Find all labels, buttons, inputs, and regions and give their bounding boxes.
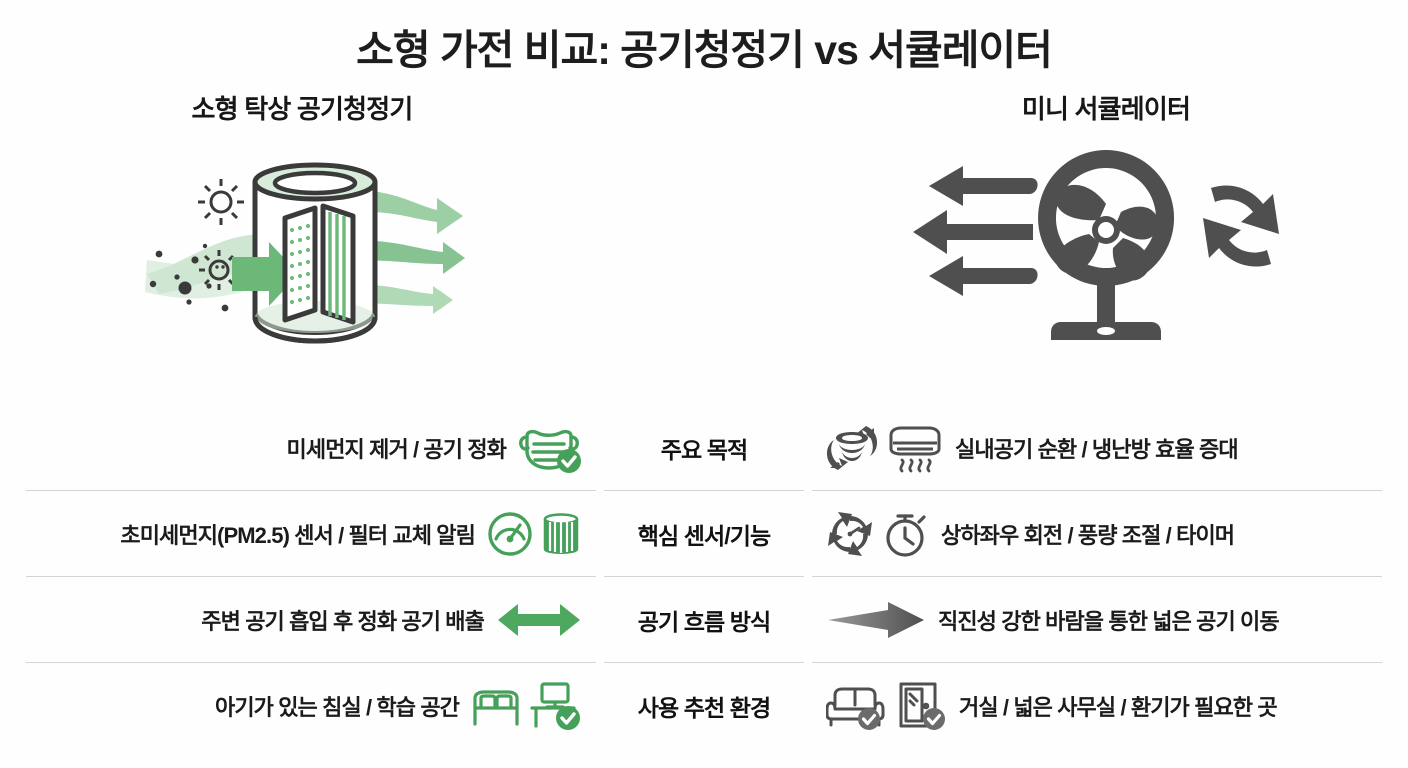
table-row: 주변 공기 흡입 후 정화 공기 배출 공기 흐름 방식 bbox=[0, 577, 1408, 662]
row-3-left-icons bbox=[496, 598, 582, 642]
row-1-label: 주요 목적 bbox=[660, 436, 748, 463]
air-circulation-icon bbox=[826, 422, 878, 474]
circulator-heading: 미니 서큘레이터 bbox=[1021, 94, 1191, 125]
row-2-label: 핵심 센서/기능 bbox=[637, 522, 771, 549]
door-check-icon bbox=[895, 680, 947, 732]
table-row: 아기가 있는 침실 / 학습 공간 bbox=[0, 663, 1408, 748]
row-4-right-text: 거실 / 넓은 사무실 / 환기가 필요한 곳 bbox=[959, 694, 1278, 720]
row-1-left-text: 미세먼지 제거 / 공기 정화 bbox=[286, 436, 507, 462]
row-3-label-cell: 공기 흐름 방식 bbox=[604, 603, 804, 637]
row-divider bbox=[0, 662, 1408, 663]
row-1-left-icons bbox=[518, 421, 582, 475]
hero-center-spacer bbox=[604, 89, 804, 364]
face-mask-check-icon bbox=[518, 421, 582, 475]
row-3-left-text: 주변 공기 흡입 후 정화 공기 배출 bbox=[201, 608, 485, 634]
purifier-heading: 소형 탁상 공기청정기 bbox=[191, 94, 414, 125]
row-2-left-icons bbox=[487, 510, 582, 558]
row-divider bbox=[0, 490, 1408, 491]
row-2-right-cell: 상하좌우 회전 / 풍량 조절 / 타이머 bbox=[804, 509, 1408, 559]
filter-cartridge-icon bbox=[540, 510, 582, 558]
hero-section: 소형 탁상 공기청정기 bbox=[0, 89, 1408, 364]
row-3-left-cell: 주변 공기 흡입 후 정화 공기 배출 bbox=[0, 598, 604, 642]
row-2-left-text: 초미세먼지(PM2.5) 센서 / 필터 교체 알림 bbox=[120, 522, 476, 548]
row-1-right-cell: 실내공기 순환 / 냉난방 효율 증대 bbox=[804, 421, 1408, 475]
rotation-arrows-icon bbox=[826, 510, 874, 558]
table-row: 초미세먼지(PM2.5) 센서 / 필터 교체 알림 bbox=[0, 491, 1408, 576]
gauge-sensor-icon bbox=[487, 511, 533, 557]
table-row: 미세먼지 제거 / 공기 정화 bbox=[0, 405, 1408, 490]
row-3-right-cell: 직진성 강한 바람을 통한 넓은 공기 이동 bbox=[804, 598, 1408, 642]
hero-column-purifier: 소형 탁상 공기청정기 bbox=[0, 89, 604, 364]
comparison-table: 미세먼지 제거 / 공기 정화 bbox=[0, 405, 1408, 748]
desk-check-icon bbox=[528, 680, 582, 732]
row-4-right-cell: 거실 / 넓은 사무실 / 환기가 필요한 곳 bbox=[804, 680, 1408, 732]
row-4-label: 사용 추천 환경 bbox=[637, 694, 771, 721]
row-3-right-icons bbox=[826, 598, 926, 642]
straight-arrow-icon bbox=[826, 598, 926, 642]
row-4-left-cell: 아기가 있는 침실 / 학습 공간 bbox=[0, 680, 604, 732]
bed-icon bbox=[471, 684, 521, 728]
row-3-label: 공기 흐름 방식 bbox=[637, 608, 771, 635]
air-conditioner-icon bbox=[885, 421, 943, 475]
row-2-left-cell: 초미세먼지(PM2.5) 센서 / 필터 교체 알림 bbox=[0, 510, 604, 558]
page-title: 소형 가전 비교: 공기청정기 vs 서큘레이터 bbox=[356, 27, 1053, 73]
bidirectional-arrow-icon bbox=[496, 598, 582, 642]
sofa-check-icon bbox=[826, 681, 888, 731]
row-1-right-text: 실내공기 순환 / 냉난방 효율 증대 bbox=[955, 436, 1239, 462]
row-4-left-text: 아기가 있는 침실 / 학습 공간 bbox=[214, 694, 460, 720]
circulator-fan-illustration bbox=[911, 134, 1301, 364]
row-1-right-icons bbox=[826, 421, 943, 475]
row-2-label-cell: 핵심 센서/기능 bbox=[604, 517, 804, 551]
row-4-right-icons bbox=[826, 680, 947, 732]
row-1-label-cell: 주요 목적 bbox=[604, 431, 804, 465]
hero-column-circulator: 미니 서큘레이터 bbox=[804, 89, 1408, 364]
row-2-right-icons bbox=[826, 509, 929, 559]
air-purifier-illustration bbox=[137, 134, 467, 364]
row-divider bbox=[0, 576, 1408, 577]
stopwatch-timer-icon bbox=[881, 509, 929, 559]
row-4-label-cell: 사용 추천 환경 bbox=[604, 689, 804, 723]
row-4-left-icons bbox=[471, 680, 582, 732]
row-2-right-text: 상하좌우 회전 / 풍량 조절 / 타이머 bbox=[941, 522, 1235, 548]
row-3-right-text: 직진성 강한 바람을 통한 넓은 공기 이동 bbox=[938, 608, 1280, 634]
row-1-left-cell: 미세먼지 제거 / 공기 정화 bbox=[0, 421, 604, 475]
